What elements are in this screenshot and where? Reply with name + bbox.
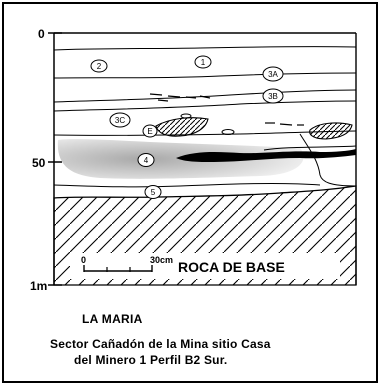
small-pebble-2 xyxy=(180,113,192,119)
layer-label-1: 1 xyxy=(194,55,212,69)
scale-start-label: 0 xyxy=(81,255,86,265)
depth-label-50: 50 xyxy=(32,156,46,170)
stone-block-right xyxy=(309,122,353,140)
layer-label-4: 4 xyxy=(137,153,155,167)
svg-text:3C: 3C xyxy=(115,116,125,125)
dashed-lenses xyxy=(149,93,304,126)
svg-text:3A: 3A xyxy=(268,70,278,79)
layer-label-2: 2 xyxy=(90,59,108,73)
svg-text:2: 2 xyxy=(97,62,102,71)
svg-text:5: 5 xyxy=(151,188,156,197)
svg-text:3B: 3B xyxy=(268,92,278,101)
layer-label-3B: 3B xyxy=(262,88,284,104)
depth-label-1m: 1m xyxy=(30,279,47,293)
layer-label-3A: 3A xyxy=(262,66,284,82)
caption-line-2: del Minero 1 Perfil B2 Sur. xyxy=(74,353,228,367)
boundary-1-2 xyxy=(53,46,357,51)
layer-label-5: 5 xyxy=(144,185,162,199)
site-name: LA MARIA xyxy=(82,312,143,326)
svg-text:1: 1 xyxy=(201,58,206,67)
small-pebble xyxy=(221,129,235,135)
stone-block-left xyxy=(155,117,209,137)
charcoal-streak xyxy=(263,145,357,151)
boundary-4-5 xyxy=(53,182,321,188)
charcoal-lens xyxy=(176,149,356,162)
layer-labels: 1 2 3A 3B 3C E 4 5 xyxy=(90,55,284,199)
svg-text:E: E xyxy=(147,127,152,136)
scale-bar: 0 30cm xyxy=(81,255,173,272)
layer-label-3C: 3C xyxy=(109,112,131,128)
layer-label-E: E xyxy=(142,124,158,138)
base-label-box xyxy=(70,253,340,279)
scale-end-label: 30cm xyxy=(150,255,173,265)
depth-label-0: 0 xyxy=(38,27,45,41)
boundary-3B-3C xyxy=(53,100,357,112)
caption-line-1: Sector Cañadón de la Mina sitio Casa xyxy=(50,337,271,351)
svg-text:4: 4 xyxy=(144,156,149,165)
boundary-2-3A xyxy=(53,72,357,79)
boundary-3A-3B xyxy=(53,89,357,103)
base-rock-label: ROCA DE BASE xyxy=(178,259,285,275)
boundary-4-right xyxy=(299,133,357,187)
